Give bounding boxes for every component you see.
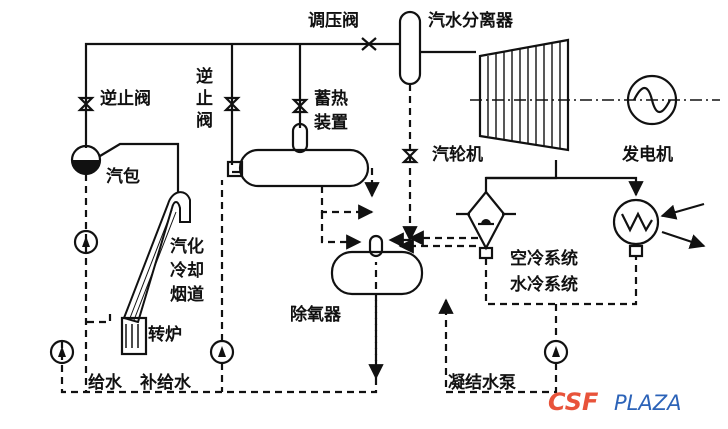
- label-flue-3: 烟道: [170, 284, 204, 305]
- turbine: [470, 38, 720, 152]
- converter: [120, 316, 148, 356]
- watermark-part2: PLAZA: [614, 391, 681, 415]
- pump-condensate-icon: [543, 339, 569, 365]
- label-converter: 转炉: [148, 324, 182, 345]
- cooling-flue: [122, 191, 191, 324]
- water-cooling-system: [612, 198, 706, 258]
- pump-drum-feed-icon: [73, 229, 99, 255]
- label-feed-water: 给水: [88, 372, 123, 393]
- valve-heat-storage-icon: [291, 98, 309, 114]
- label-turbine: 汽轮机: [432, 144, 483, 165]
- label-air-cooling: 空冷系统: [510, 248, 578, 269]
- label-pressure-valve: 调压阀: [308, 10, 359, 31]
- valve-separator-drain-icon: [401, 148, 419, 164]
- label-makeup-water: 补给水: [139, 372, 192, 393]
- deaerator: [330, 234, 424, 296]
- check-valve-left-icon: [77, 96, 95, 112]
- pump-makeup-water-icon: [209, 339, 235, 365]
- generator: [626, 74, 678, 126]
- label-water-cooling: 水冷系统: [510, 274, 578, 295]
- air-cooling-system: [456, 190, 516, 260]
- label-steam-separator: 汽水分离器: [428, 10, 514, 31]
- drum: [70, 144, 102, 176]
- label-condensate-pump: 凝结水泵: [448, 372, 516, 393]
- heat-storage-device: [226, 122, 370, 188]
- steam-separator: [398, 10, 422, 86]
- label-flue-1: 汽化: [170, 236, 204, 257]
- main-steam-pipe: [84, 42, 644, 197]
- label-generator: 发电机: [621, 144, 673, 165]
- label-heat-storage-1: 蓄热: [314, 88, 348, 109]
- check-valve-mid-icon: [223, 96, 241, 112]
- label-check-valve-mid-1: 逆: [196, 66, 213, 87]
- label-check-valve-mid-3: 阀: [196, 110, 213, 131]
- label-heat-storage-2: 装置: [313, 112, 348, 133]
- pressure-valve-icon: [361, 37, 377, 51]
- label-check-valve-mid-2: 止: [196, 88, 213, 109]
- label-deaerator: 除氧器: [290, 304, 342, 325]
- label-drum: 汽包: [106, 166, 140, 187]
- label-check-valve-left: 逆止阀: [100, 88, 151, 109]
- watermark-part1: CSF: [548, 388, 599, 416]
- label-flue-2: 冷却: [170, 260, 204, 281]
